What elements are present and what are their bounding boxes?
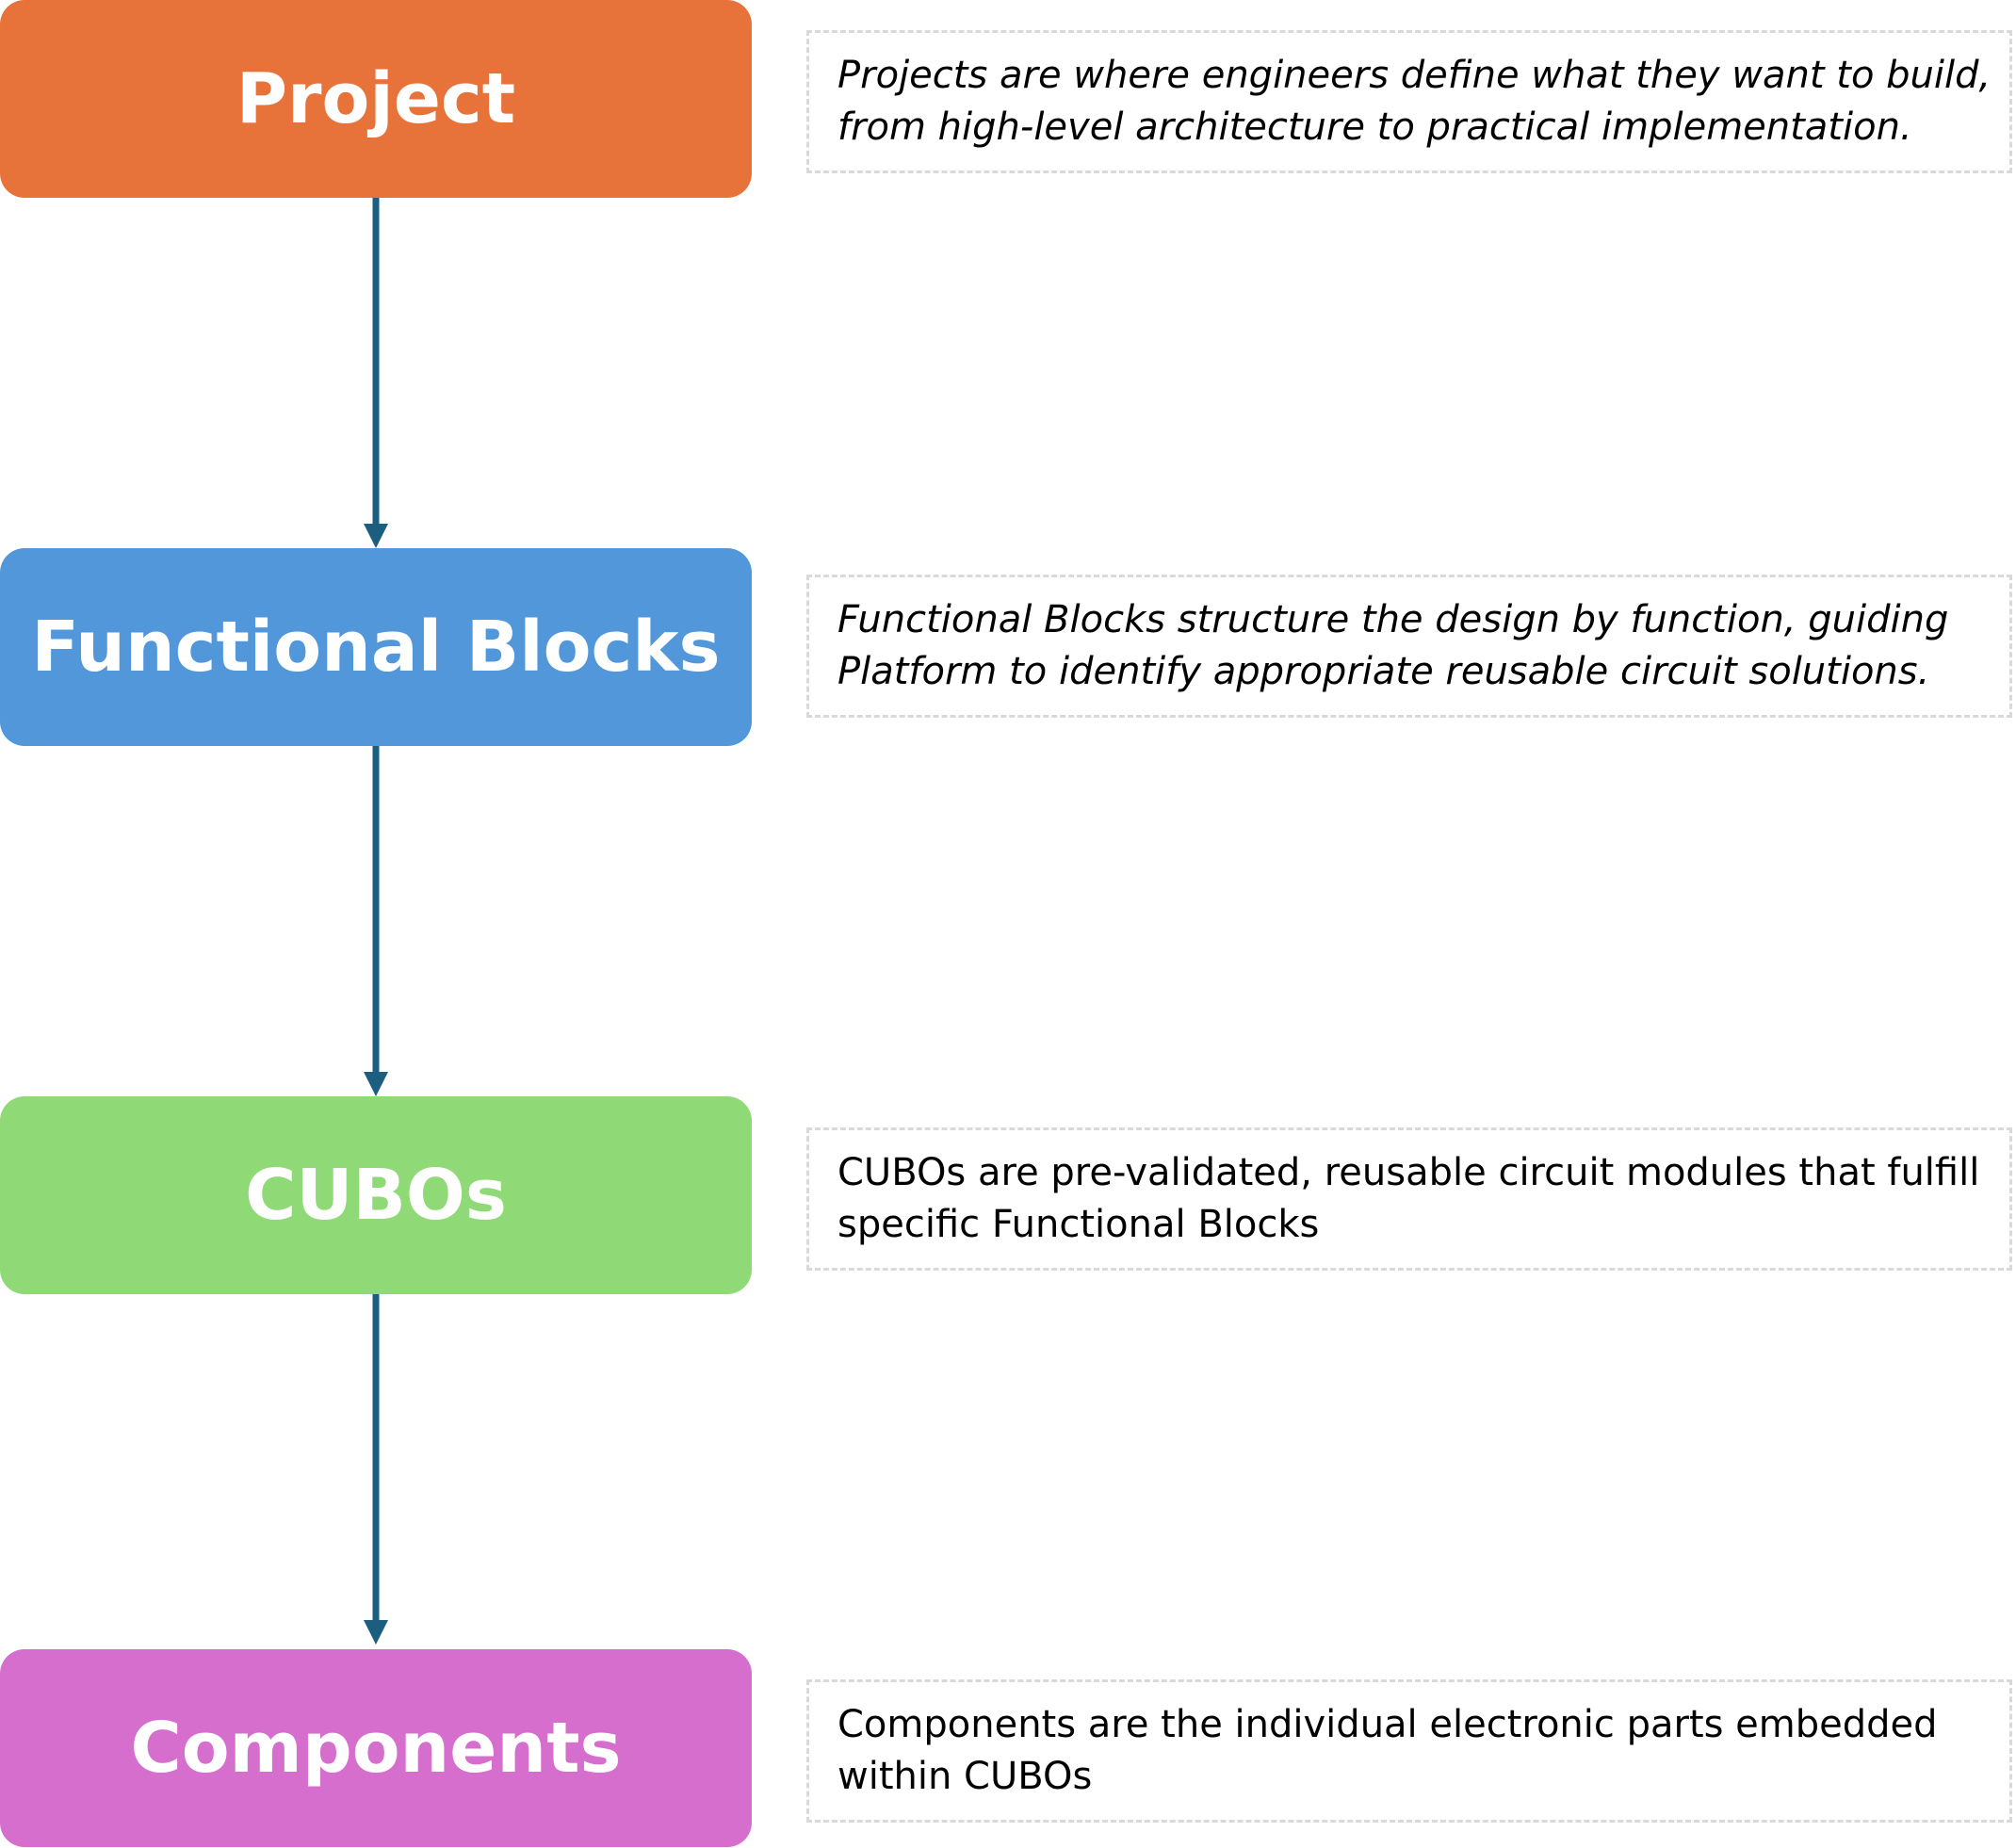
stage-box-project: Project (0, 0, 752, 198)
description-box-cubos: CUBOs are pre-validated, reusable circui… (806, 1127, 2012, 1271)
arrow-cubos-to-components (364, 1294, 388, 1645)
stage-label: Functional Blocks (31, 607, 721, 688)
stage-box-components: Components (0, 1649, 752, 1847)
arrow-functional-blocks-to-cubos (364, 746, 388, 1096)
stage-label: Components (130, 1708, 622, 1789)
stage-box-functional-blocks: Functional Blocks (0, 548, 752, 746)
stage-box-cubos: CUBOs (0, 1096, 752, 1294)
stage-label: Project (236, 58, 516, 139)
description-line: Functional Blocks structure the design b… (837, 598, 1949, 641)
arrow-project-to-functional-blocks (364, 198, 388, 548)
description-line: Components are the individual electronic… (837, 1703, 1938, 1746)
description-line: CUBOs are pre-validated, reusable circui… (837, 1151, 1980, 1194)
description-line: within CUBOs (837, 1755, 1093, 1798)
description-line: specific Functional Blocks (837, 1203, 1320, 1246)
description-box-functional-blocks: Functional Blocks structure the design b… (806, 575, 2012, 718)
description-line: Platform to identify appropriate reusabl… (837, 650, 1930, 693)
description-box-components: Components are the individual electronic… (806, 1679, 2012, 1823)
stage-label: CUBOs (245, 1155, 507, 1236)
description-line: from high-level architecture to practica… (837, 105, 1912, 149)
description-box-project: Projects are where engineers define what… (806, 30, 2012, 173)
description-line: Projects are where engineers define what… (837, 54, 1992, 97)
